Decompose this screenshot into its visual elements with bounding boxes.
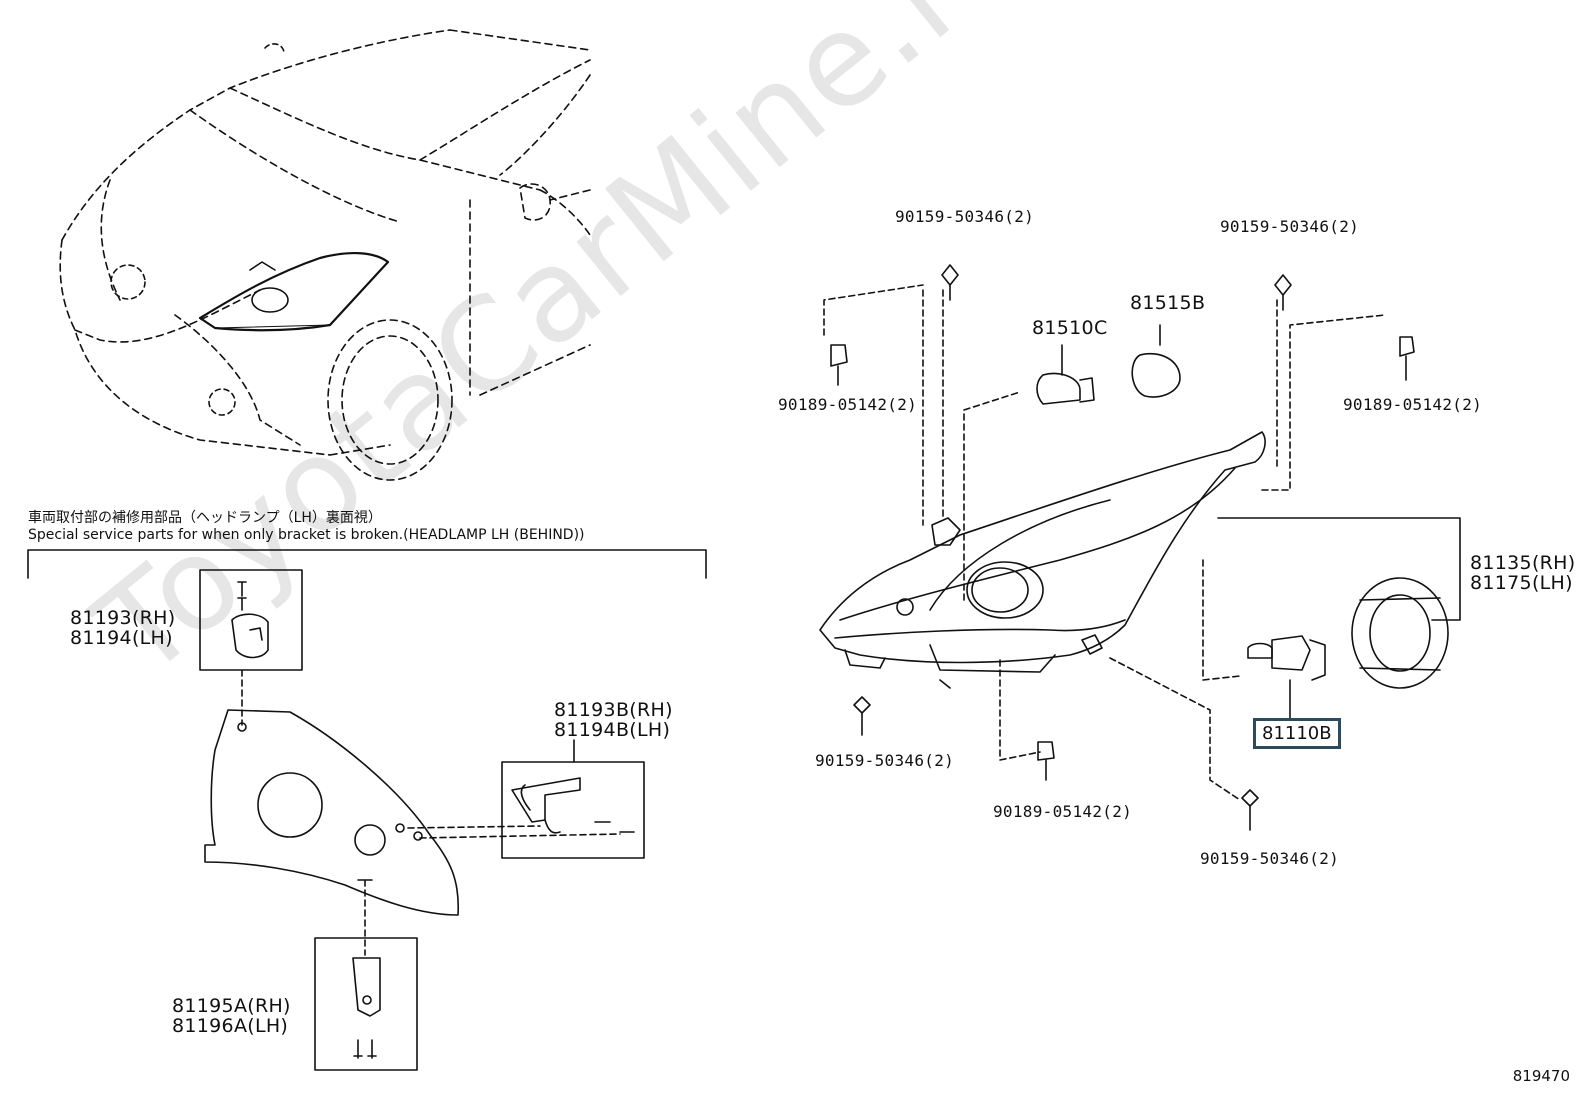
- part-number: 81196A(LH): [172, 1015, 289, 1037]
- label-screw-bottom-left[interactable]: 90159-50346(2): [815, 751, 955, 770]
- part-number: 81194B(LH): [554, 719, 671, 741]
- label-screw-top-right[interactable]: 90159-50346(2): [1220, 217, 1360, 236]
- label-screw-top-left[interactable]: 90159-50346(2): [895, 207, 1035, 226]
- part-number: 81195A(RH): [172, 995, 291, 1017]
- label-81110b-highlighted[interactable]: 81110B: [1253, 718, 1341, 749]
- label-81510c[interactable]: 81510C: [1032, 317, 1108, 339]
- label-clip-right[interactable]: 90189-05142(2): [1343, 395, 1483, 414]
- section-caption-jp: 車両取付部の補修用部品（ヘッドランプ（LH）裏面視）: [28, 510, 382, 526]
- diagram-reference-number: 819470: [1512, 1067, 1570, 1085]
- part-number: 81193(RH): [70, 607, 176, 629]
- part-number: 81175(LH): [1470, 572, 1573, 594]
- section-caption-en: Special service parts for when only brac…: [28, 527, 585, 543]
- part-number: 81194(LH): [70, 627, 173, 649]
- label-81135-81175[interactable]: 81135(RH) 81175(LH): [1470, 553, 1575, 593]
- bracket-box-upper: [199, 569, 303, 671]
- part-number: 81135(RH): [1470, 552, 1576, 574]
- car-front-illustration: [59, 29, 591, 481]
- headlamp-assembly-illustration: [819, 431, 1266, 689]
- label-81195a-81196a[interactable]: 81195A(RH) 81196A(LH): [172, 996, 291, 1036]
- label-81515b[interactable]: 81515B: [1130, 292, 1206, 314]
- part-number: 81193B(RH): [554, 699, 673, 721]
- label-81193-81194[interactable]: 81193(RH) 81194(LH): [70, 608, 175, 648]
- label-clip-bottom[interactable]: 90189-05142(2): [993, 802, 1133, 821]
- label-screw-bottom-right[interactable]: 90159-50346(2): [1200, 849, 1340, 868]
- label-81193b-81194b[interactable]: 81193B(RH) 81194B(LH): [554, 700, 673, 740]
- label-clip-left[interactable]: 90189-05142(2): [778, 395, 918, 414]
